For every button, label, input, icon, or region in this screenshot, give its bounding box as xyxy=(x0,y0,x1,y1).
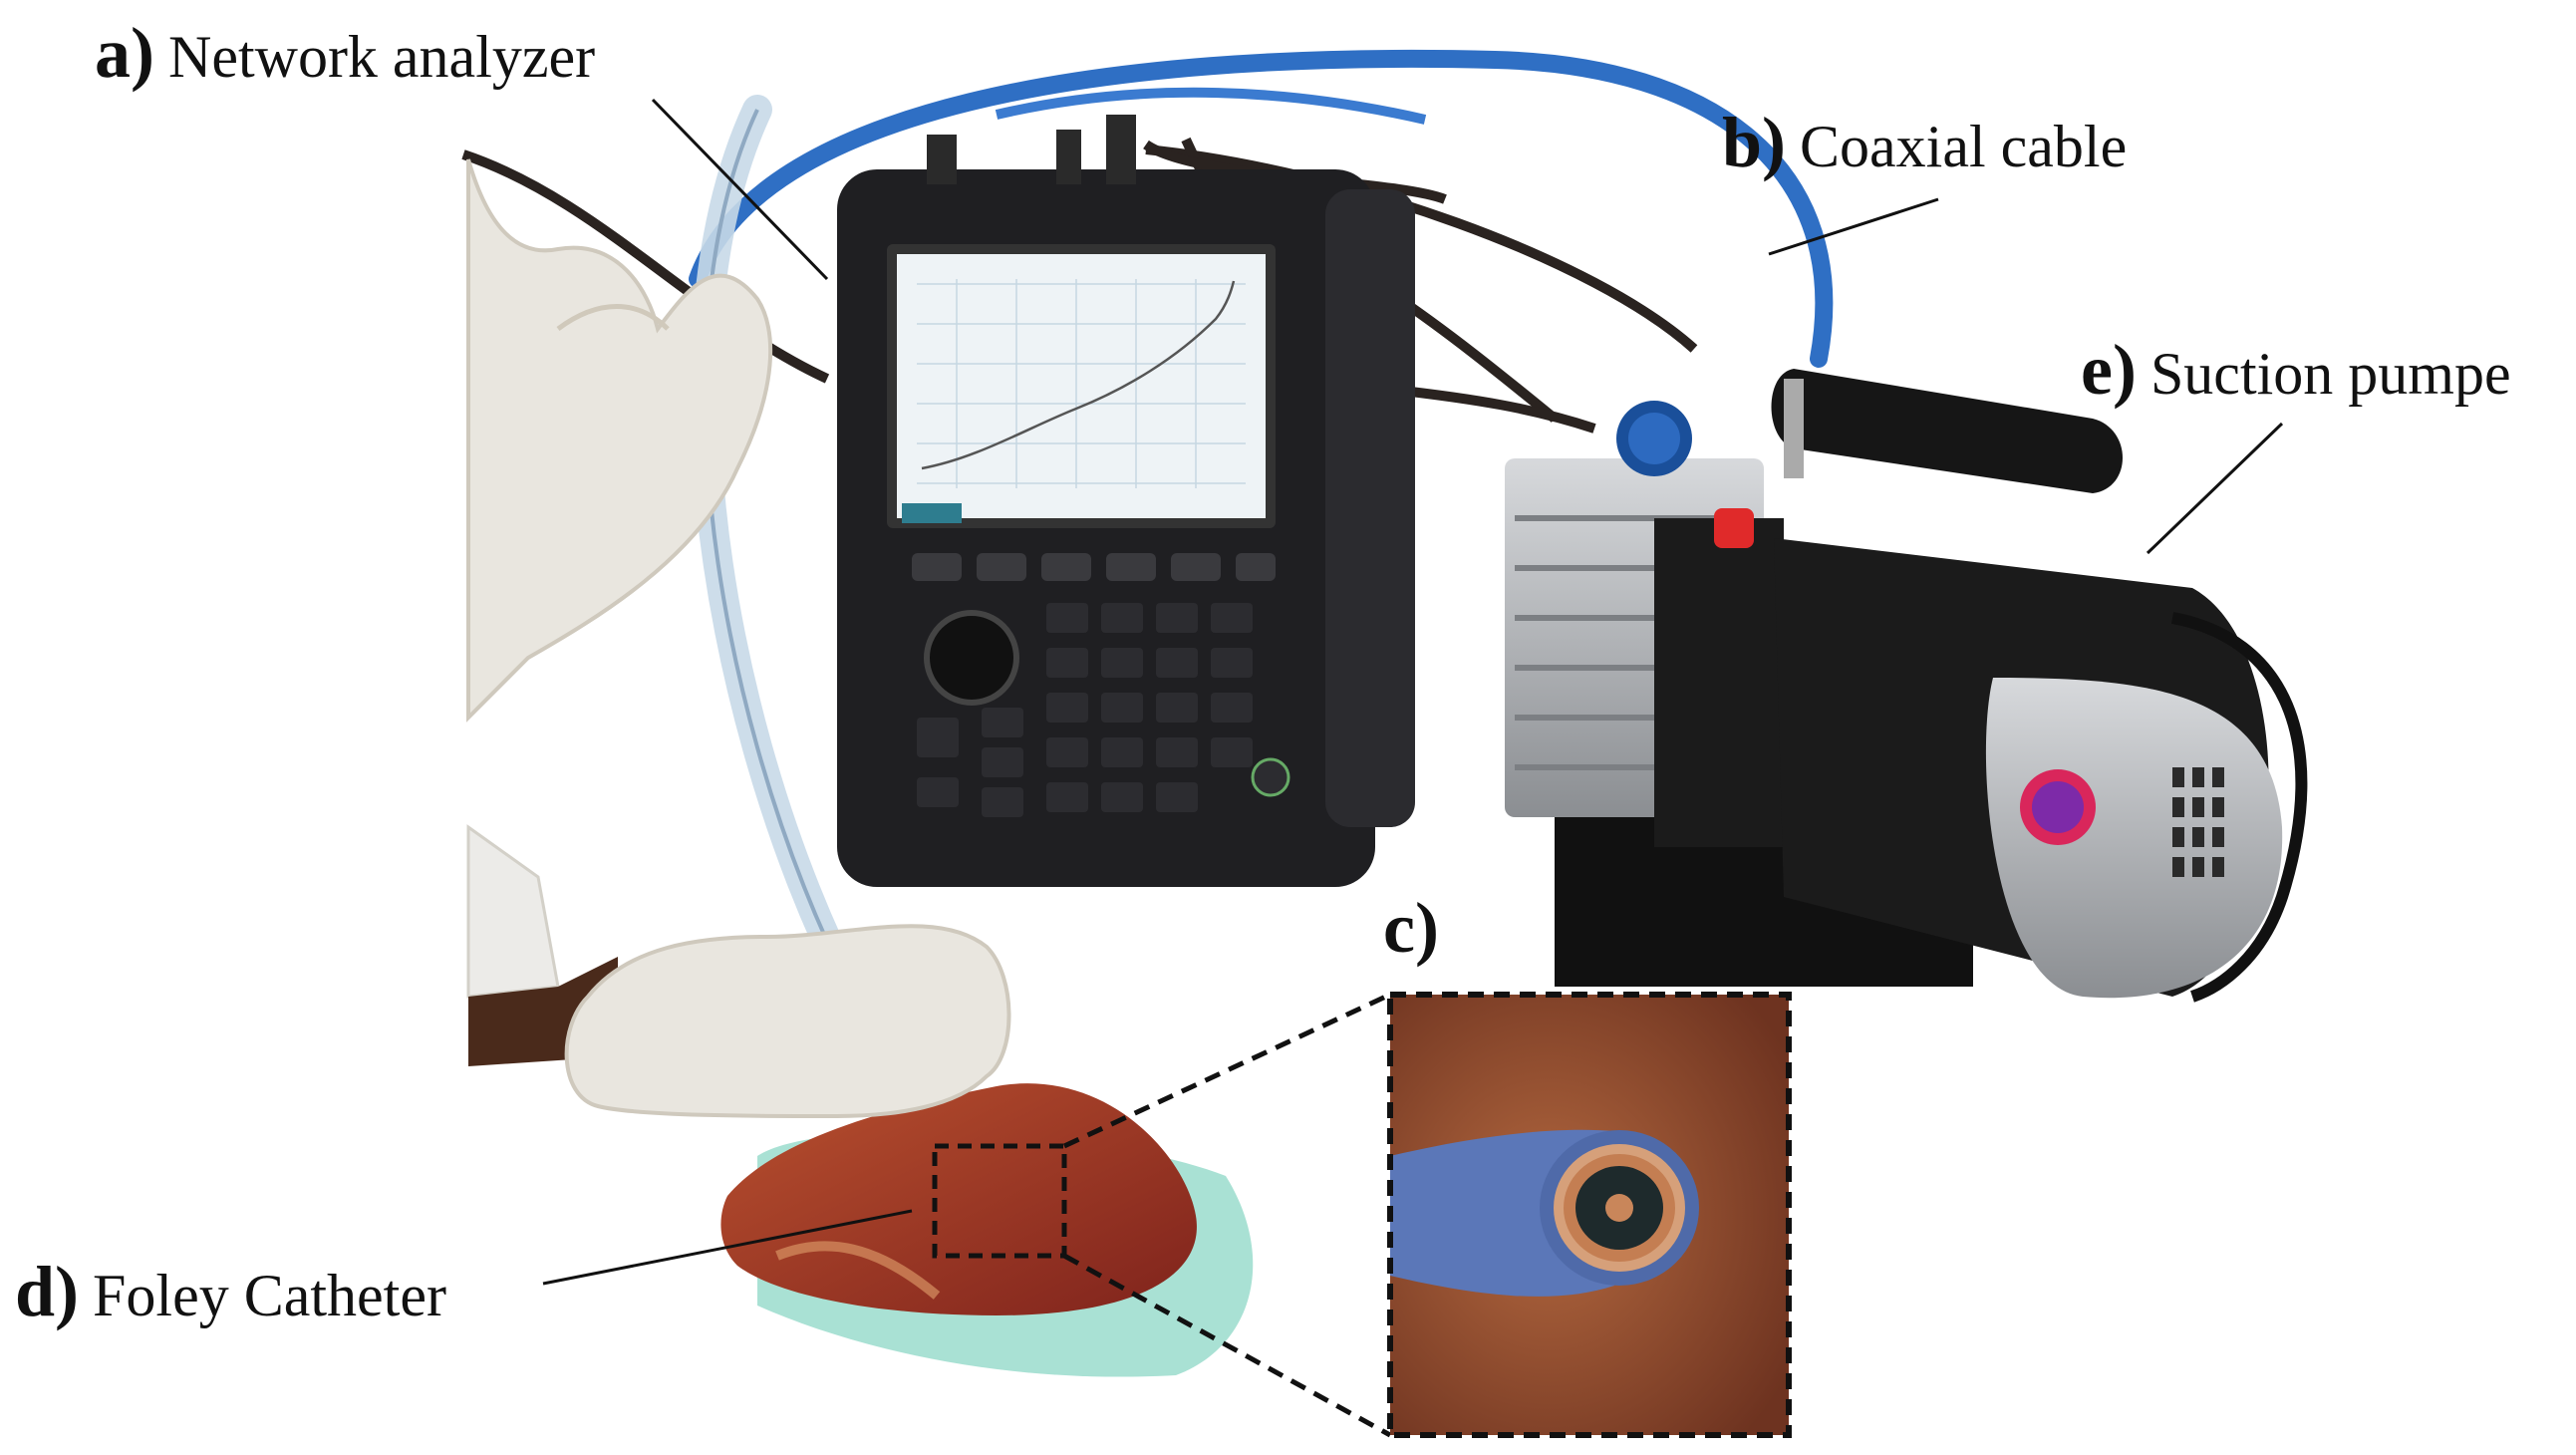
gloved-hand-lower xyxy=(466,824,1011,1119)
label-a-text: Network analyzer xyxy=(167,24,596,90)
label-b-letter: b) xyxy=(1722,103,1787,182)
label-c-letter: c) xyxy=(1383,888,1439,968)
label-network-analyzer: a)Network analyzer xyxy=(95,12,595,95)
label-d-letter: d) xyxy=(15,1252,80,1331)
label-coaxial-cable: b)Coaxial cable xyxy=(1722,102,2127,184)
label-suction-pump: e)Suction pumpe xyxy=(2081,329,2511,412)
label-d-text: Foley Catheter xyxy=(93,1263,446,1328)
label-inset: c) xyxy=(1383,887,1439,970)
coaxial-cable-graphic xyxy=(689,49,1834,368)
zoom-source-box xyxy=(932,1143,1067,1259)
label-b-text: Coaxial cable xyxy=(1800,114,2128,179)
network-analyzer-graphic xyxy=(837,115,1415,887)
zoom-connector-lines xyxy=(1062,992,1392,1438)
label-e-letter: e) xyxy=(2081,330,2137,410)
leader-lines xyxy=(542,98,2284,1286)
gloved-hand-upper xyxy=(466,158,773,723)
cable-cross-section-inset xyxy=(1387,992,1792,1438)
suction-pump-graphic xyxy=(1505,369,2308,1003)
label-e-text: Suction pumpe xyxy=(2149,341,2511,407)
label-foley-catheter: d)Foley Catheter xyxy=(15,1251,446,1333)
label-a-letter: a) xyxy=(95,13,154,93)
